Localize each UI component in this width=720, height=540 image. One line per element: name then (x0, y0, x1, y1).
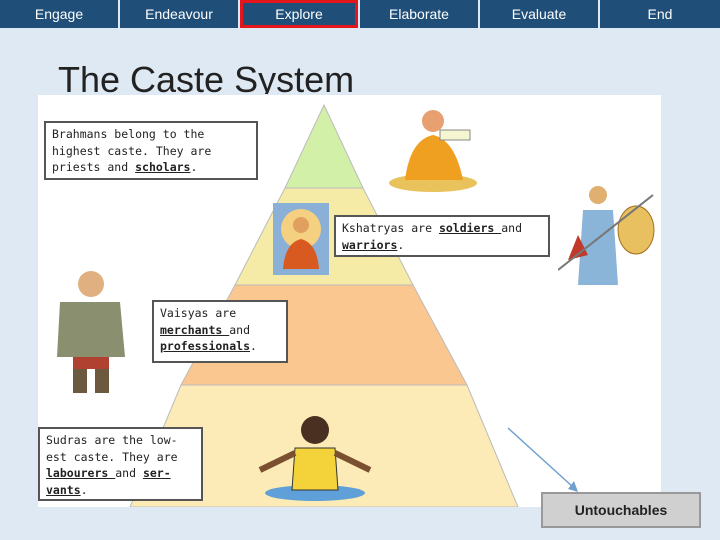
sudras-callout: Sudras are the low-est caste. They are l… (38, 427, 203, 501)
sudras-text: Sudras are the low-est caste. They are (46, 433, 178, 464)
tab-evaluate[interactable]: Evaluate (480, 0, 600, 28)
brahmans-period: . (190, 160, 198, 174)
laborer-figure-icon (258, 416, 372, 501)
sudras-keyword-2: ser-vants (46, 466, 171, 497)
merchant-figure-icon (57, 271, 125, 393)
warrior-figure-icon (558, 186, 655, 285)
kshatryas-keyword-1: soldiers (438, 221, 502, 235)
kshatryas-callout: Kshatryas are soldiers and warriors. (334, 215, 550, 257)
tab-engage[interactable]: Engage (0, 0, 120, 28)
top-nav: Engage Endeavour Explore Elaborate Evalu… (0, 0, 720, 30)
tab-endeavour[interactable]: Endeavour (120, 0, 240, 28)
sudras-period: . (80, 482, 88, 497)
sudras-keyword-1: labourers (46, 466, 116, 480)
tab-end[interactable]: End (600, 0, 720, 28)
sudras-connector: and (115, 466, 143, 480)
brahmans-text: Brahmans belong to the highest caste. Th… (52, 127, 212, 174)
brahmans-keyword: scholars (135, 160, 191, 174)
tab-explore[interactable]: Explore (240, 0, 360, 28)
kshatryas-text: Kshatryas are (342, 221, 439, 235)
kshatryas-connector: and (501, 221, 523, 235)
brahmans-callout: Brahmans belong to the highest caste. Th… (44, 121, 258, 180)
vaisyas-callout: Vaisyas are merchants and professionals. (152, 300, 288, 363)
kshatryas-period: . (397, 237, 405, 252)
untouchables-label: Untouchables (541, 492, 701, 528)
untouchables-arrow (507, 427, 574, 488)
buddha-figure-icon (273, 203, 329, 275)
vaisyas-text: Vaisyas are (160, 306, 237, 320)
vaisyas-connector: and (229, 322, 251, 337)
vaisyas-keyword-2: professionals (160, 339, 251, 353)
priest-figure-icon (389, 110, 477, 192)
vaisyas-period: . (250, 339, 257, 353)
slide-title: The Caste System (58, 59, 355, 94)
tab-elaborate[interactable]: Elaborate (360, 0, 480, 28)
vaisyas-keyword-1: merchants (160, 322, 230, 337)
arrow-head (568, 481, 578, 492)
pyramid-tier-brahmans (284, 103, 364, 189)
kshatryas-keyword-2: warriors (342, 237, 398, 252)
